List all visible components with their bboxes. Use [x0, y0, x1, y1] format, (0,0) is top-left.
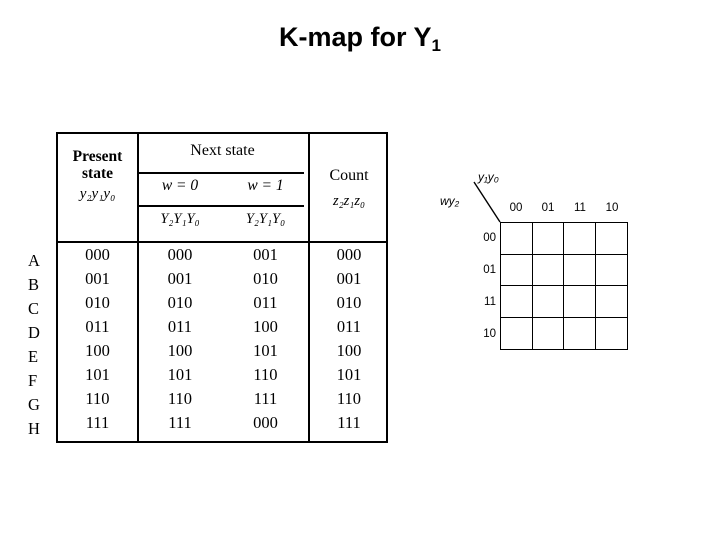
header-count: Count z₂z₁z₀ [308, 167, 390, 209]
kmap-cell[interactable] [595, 223, 627, 255]
header-count-text: Count [329, 167, 369, 184]
kmap-cell[interactable] [564, 254, 596, 286]
table-row: 100 100 101 100 [58, 339, 386, 363]
header-w-equals-0: w = 0 [161, 177, 199, 194]
kmap-cell[interactable] [501, 317, 533, 349]
cell-next-state-w1: 010 [253, 269, 278, 288]
cell-present-state: 000 [85, 245, 110, 264]
row-letter: F [28, 371, 38, 390]
table-row: 000 000 001 000 [58, 243, 386, 267]
header-next-vars-w0: Y₂Y₁Y₀ [160, 211, 200, 227]
header-w-equals-1: w = 1 [247, 177, 284, 194]
cell-next-state-w0: 011 [167, 317, 193, 336]
kmap-row-label: 00 [483, 232, 496, 244]
header-present-state-line1: Present [72, 148, 123, 165]
table-column-divider-present [137, 134, 139, 441]
cell-next-state-w0: 101 [167, 365, 193, 384]
cell-count: 011 [336, 317, 362, 336]
cell-next-state-w1: 111 [253, 389, 278, 408]
table-divider-under-next-state [137, 172, 304, 174]
kmap-cell[interactable] [595, 255, 627, 286]
page-title-text: K-map for Y [279, 22, 432, 52]
kmap-column-label: 01 [541, 202, 555, 214]
cell-next-state-w1: 001 [253, 245, 278, 264]
header-next-state: Next state [190, 142, 255, 159]
state-transition-table: Present state y₂y₁y₀ Next state w = 0 w … [56, 132, 388, 443]
cell-next-state-w0: 010 [167, 293, 193, 312]
header-count-vars: z₂z₁z₀ [332, 192, 366, 209]
kmap-column-label: 11 [574, 202, 586, 214]
kmap-grid [500, 222, 628, 350]
kmap-cell[interactable] [595, 286, 627, 318]
kmap-cell[interactable] [532, 254, 564, 286]
kmap-cell[interactable] [501, 254, 533, 286]
table-row: 001 001 010 001 [58, 267, 386, 291]
cell-present-state: 101 [85, 365, 110, 384]
row-letter: B [28, 275, 40, 294]
cell-count: 001 [336, 269, 362, 288]
kmap-row-label: 11 [484, 296, 496, 308]
kmap-row-label: 10 [483, 328, 496, 340]
kmap-cell[interactable] [564, 317, 596, 349]
cell-present-state: 110 [85, 389, 110, 408]
table-row: 101 101 110 101 [58, 363, 386, 387]
cell-next-state-w0: 001 [167, 269, 193, 288]
cell-next-state-w1: 100 [253, 317, 278, 336]
cell-next-state-w0: 000 [167, 245, 193, 264]
page-title-subscript: 1 [431, 36, 441, 55]
kmap-column-label: 10 [605, 202, 619, 214]
cell-next-state-w1: 110 [253, 365, 278, 384]
cell-next-state-w0: 100 [167, 341, 193, 360]
kmap-cell[interactable] [564, 223, 596, 255]
cell-next-state-w0: 111 [168, 413, 192, 432]
kmap-cell[interactable] [564, 286, 596, 318]
cell-present-state: 100 [85, 341, 110, 360]
table-row: 010 010 011 010 [58, 291, 386, 315]
table-header-body-divider [58, 241, 386, 243]
cell-present-state: 111 [85, 413, 110, 432]
cell-count: 110 [336, 389, 362, 408]
table-column-divider-count [308, 134, 310, 441]
cell-next-state-w1: 011 [253, 293, 278, 312]
row-letter: A [28, 251, 40, 270]
kmap-row-axis-label: wy₂ [440, 194, 460, 208]
table-row: 110 110 111 110 [58, 387, 386, 411]
kmap-row-label: 01 [483, 264, 496, 276]
cell-count: 010 [336, 293, 362, 312]
kmap-cell[interactable] [501, 286, 533, 318]
kmap-diagram: y₁y₀ wy₂ 00 01 11 10 00 01 11 10 [436, 166, 636, 356]
cell-next-state-w0: 110 [167, 389, 193, 408]
row-letter: C [28, 299, 40, 318]
kmap-cell[interactable] [532, 223, 564, 255]
table-row: 111 111 000 111 [58, 411, 386, 435]
page-title: K-map for Y1 [0, 22, 720, 55]
header-present-state-vars: y₂y₁y₀ [79, 185, 116, 202]
cell-count: 100 [336, 341, 362, 360]
row-letter: D [28, 323, 40, 342]
kmap-cell[interactable] [532, 286, 564, 318]
cell-present-state: 011 [85, 317, 110, 336]
row-letter: H [28, 419, 40, 438]
kmap-column-axis-label: y₁y₀ [478, 170, 499, 184]
cell-present-state: 001 [85, 269, 110, 288]
kmap-cell[interactable] [533, 317, 564, 349]
cell-count: 000 [336, 245, 362, 264]
cell-present-state: 010 [85, 293, 110, 312]
table-row: 011 011 100 011 [58, 315, 386, 339]
cell-next-state-w1: 000 [253, 413, 278, 432]
kmap-cell[interactable] [596, 318, 628, 350]
cell-count: 111 [337, 413, 361, 432]
header-present-state: Present state y₂y₁y₀ [58, 148, 137, 203]
kmap-column-label: 00 [509, 202, 523, 214]
header-next-vars-w1: Y₂Y₁Y₀ [245, 211, 286, 227]
row-letter: E [28, 347, 39, 366]
row-letter: G [28, 395, 40, 414]
kmap-cell[interactable] [501, 223, 533, 255]
header-present-state-line2: state [82, 165, 113, 183]
table-divider-under-w-labels [137, 205, 304, 207]
cell-next-state-w1: 101 [253, 341, 278, 360]
cell-count: 101 [336, 365, 362, 384]
